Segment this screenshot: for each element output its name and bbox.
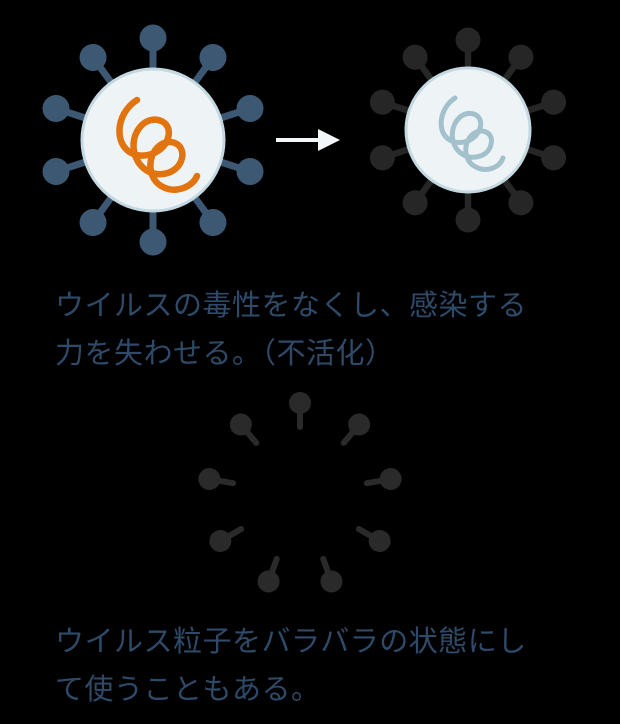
caption-subunit: ウイルス粒子をバラバラの状態にし て使うこともある。	[55, 624, 527, 706]
active-virus-particle	[39, 25, 267, 256]
active-virus-capsid	[80, 67, 226, 213]
inactivated-virus-particle	[367, 28, 570, 233]
dissociated-spike-cluster	[197, 392, 404, 596]
inactivated-virus-capsid	[404, 66, 532, 194]
active-virus-genome	[116, 96, 201, 193]
caption-inactivation: ウイルスの毒性をなくし、感染する 力を失わせる。（不活化）	[55, 288, 528, 370]
transformation-arrow	[276, 129, 340, 151]
inactivated-virus-genome	[438, 95, 506, 172]
